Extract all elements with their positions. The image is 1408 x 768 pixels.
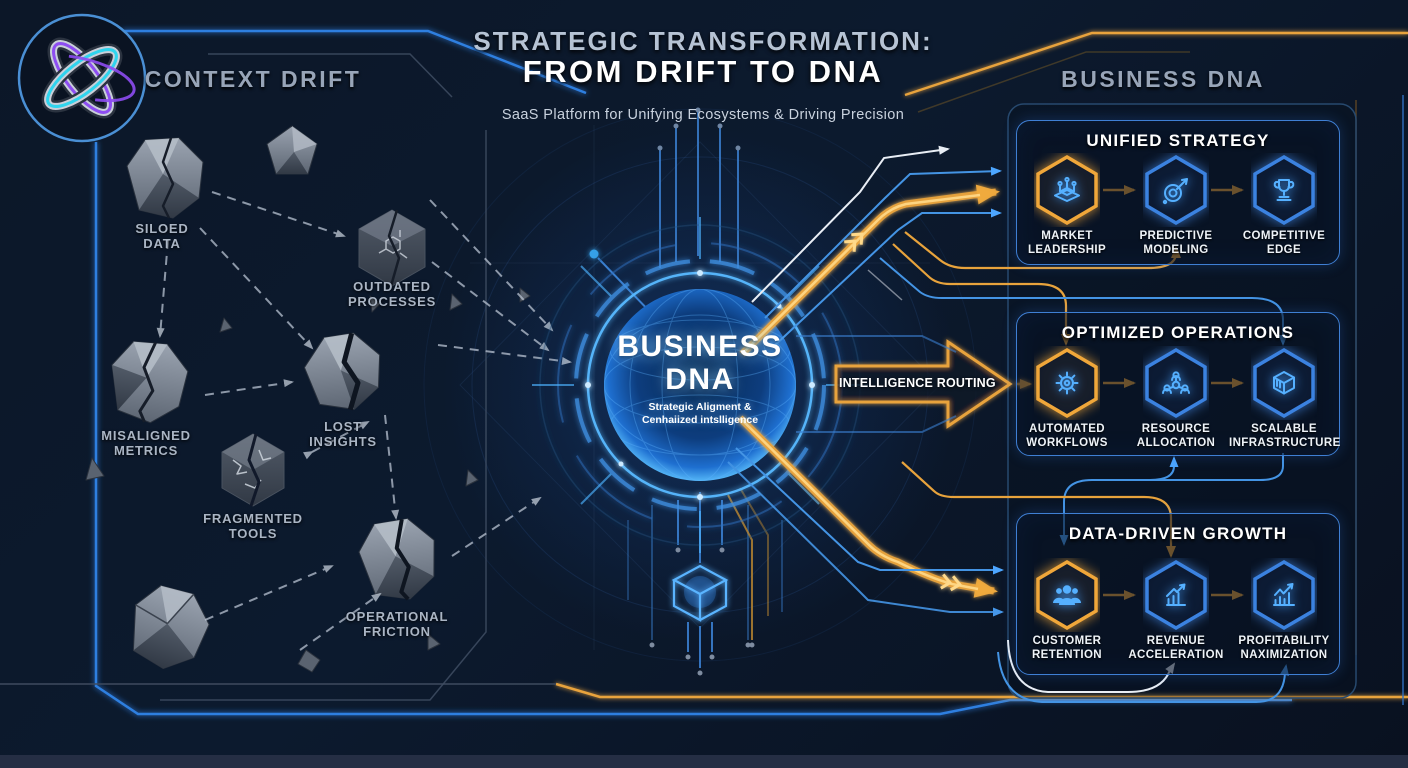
misaligned-metrics-rock bbox=[111, 341, 189, 424]
sphere-title-line1: BUSINESS bbox=[617, 330, 783, 363]
chart-peak-icon bbox=[1273, 583, 1295, 606]
siloed-data-rock bbox=[126, 137, 204, 219]
trophy-icon bbox=[1273, 179, 1295, 201]
business-dna-header: BUSINESS DNA bbox=[1061, 66, 1265, 92]
target-arrow-icon bbox=[1162, 178, 1188, 205]
panel-title: OPTIMIZED OPERATIONS bbox=[1061, 323, 1295, 342]
context-drift-rocks bbox=[85, 125, 633, 673]
users-icon bbox=[1053, 585, 1081, 605]
people-network-icon bbox=[1162, 371, 1190, 394]
chart-growth-icon bbox=[1166, 583, 1186, 606]
main-title-line2: FROM DRIFT TO DNA bbox=[522, 54, 884, 89]
circuit-traces bbox=[589, 107, 783, 676]
main-subtitle: SaaS Platform for Unifying Ecosystems & … bbox=[501, 107, 905, 123]
sphere-title-line2: DNA bbox=[665, 363, 735, 396]
intelligence-routing-label: INTELLIGENCE ROUTING bbox=[839, 376, 996, 390]
context-drift-header: CONTEXT DRIFT bbox=[144, 66, 362, 92]
gold-ribbons bbox=[737, 184, 1000, 598]
sphere-text: BUSINESS DNA Strategic Aligment &Cenhaii… bbox=[598, 330, 802, 427]
lost-insights-rock bbox=[303, 332, 381, 411]
panel-title: DATA-DRIVEN GROWTH bbox=[1068, 524, 1288, 543]
operational-friction-rock bbox=[358, 518, 435, 601]
cube-icon bbox=[1273, 371, 1295, 395]
panel-title: UNIFIED STRATEGY bbox=[1086, 131, 1270, 150]
small-rock bbox=[266, 125, 318, 175]
knot-logo bbox=[17, 13, 147, 143]
sphere-subtitle: Strategic Aligment &Cenhaiized intsllige… bbox=[641, 401, 759, 426]
cube-node-icon bbox=[671, 564, 729, 622]
fragmented-tools-hex bbox=[221, 433, 285, 507]
gear-icon bbox=[1055, 371, 1079, 395]
bottom-left-rock bbox=[132, 585, 210, 670]
podium-icon bbox=[1054, 176, 1080, 202]
outdated-processes-hex bbox=[358, 209, 426, 287]
main-title-line1: STRATEGIC TRANSFORMATION: bbox=[473, 26, 933, 56]
drift-arrows bbox=[156, 191, 572, 651]
bottom-edge-bar bbox=[0, 755, 1408, 768]
business-dna-sphere bbox=[532, 217, 868, 553]
